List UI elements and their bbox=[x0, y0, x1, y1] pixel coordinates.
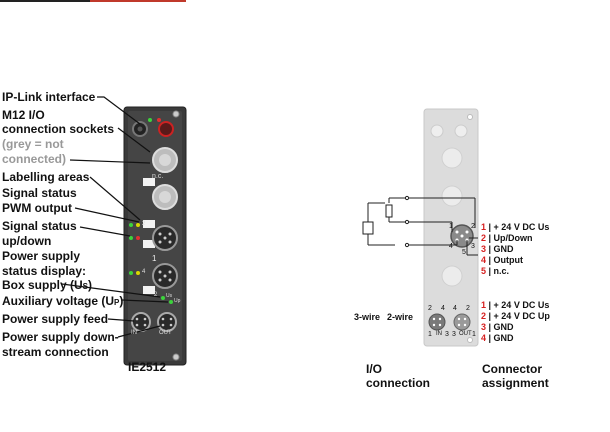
wire2-label: 2-wire bbox=[387, 312, 414, 322]
socket-pin-1: 1 bbox=[449, 223, 453, 230]
label-ip-link: IP-Link interface bbox=[2, 90, 96, 104]
label-psd-2: status display: bbox=[2, 264, 87, 278]
top-screw-icon bbox=[172, 110, 180, 118]
conn-caption-1: Connector bbox=[482, 362, 542, 376]
label-feed: Power supply feed bbox=[2, 312, 109, 326]
label-down-2: stream connection bbox=[2, 345, 109, 359]
pin-top-5: 5 | n.c. bbox=[481, 266, 510, 276]
label-signal-updown-2: up/down bbox=[2, 234, 52, 248]
in-label: IN bbox=[436, 331, 442, 337]
power-out-socket-icon bbox=[157, 312, 177, 332]
led-us-icon bbox=[161, 296, 165, 300]
label-signal-pwm-2: PWM output bbox=[2, 201, 72, 215]
pin-bottom-1: 1 | + 24 V DC Us bbox=[481, 300, 550, 310]
label-psd-1: Power supply bbox=[2, 249, 81, 263]
led-us-label: Us bbox=[166, 293, 173, 299]
out-pin-1: 1 bbox=[472, 331, 476, 338]
conn-caption-2: assignment bbox=[482, 376, 549, 390]
label-labelling: Labelling areas bbox=[2, 170, 90, 184]
label-m12-1: M12 I/O bbox=[2, 108, 45, 122]
led-4-label: 4 bbox=[142, 269, 146, 275]
labelling-area-1 bbox=[143, 178, 155, 186]
label-signal-pwm-1: Signal status bbox=[2, 186, 77, 200]
led-2-label: 2 bbox=[142, 221, 146, 227]
pin-bottom-2: 2 | + 24 V DC Up bbox=[481, 311, 550, 321]
schematic-terminals bbox=[404, 195, 410, 248]
labelling-area-2 bbox=[143, 220, 155, 228]
io-caption-2: connection bbox=[366, 376, 431, 390]
ip-link-red-socket-icon bbox=[158, 121, 174, 137]
device-out-label: OUT bbox=[159, 330, 172, 336]
label-aux-voltage: Auxiliary voltage (UP) bbox=[2, 294, 124, 308]
pin-top-1: 1 | + 24 V DC Us bbox=[481, 222, 550, 232]
light-device bbox=[423, 108, 479, 347]
bottom-screw-icon bbox=[172, 353, 180, 361]
in-pin-4: 4 bbox=[441, 305, 445, 312]
pin-bottom-3: 3 | GND bbox=[481, 322, 514, 332]
ie2512-device bbox=[123, 106, 187, 366]
label-grey-2: connected) bbox=[2, 152, 67, 166]
io-caption-1: I/O bbox=[366, 362, 383, 376]
callout-lines bbox=[61, 96, 169, 338]
socket-pin-5: 5 bbox=[462, 249, 466, 256]
socket-pin-4: 4 bbox=[449, 243, 453, 250]
in-pin-3: 3 bbox=[445, 331, 449, 338]
power-in-socket-icon bbox=[131, 312, 151, 332]
pin-top-3: 3 | GND bbox=[481, 244, 514, 254]
led-green-icon bbox=[148, 118, 152, 122]
label-down-1: Power supply down- bbox=[2, 330, 119, 344]
device-model: IE2512 bbox=[128, 360, 167, 374]
label-m12-2: connection sockets bbox=[2, 122, 115, 136]
pin-bottom-4: 4 | GND bbox=[481, 333, 514, 343]
led-up-label: Up bbox=[174, 298, 181, 304]
socket-pin-2: 2 bbox=[471, 223, 475, 230]
in-pin-1: 1 bbox=[428, 331, 432, 338]
io-schematic bbox=[362, 197, 478, 256]
header-rule-red bbox=[90, 0, 186, 2]
out-pin-2: 2 bbox=[466, 305, 470, 312]
nc-label: n.c. bbox=[152, 173, 164, 180]
led-pin-2-label: 2 bbox=[154, 292, 158, 298]
pin-top-2: 2 | Up/Down bbox=[481, 233, 533, 243]
led-red-icon bbox=[157, 118, 161, 122]
wire3-label: 3-wire bbox=[354, 312, 381, 322]
out-pin-3: 3 bbox=[452, 331, 456, 338]
pin-top-4: 4 | Output bbox=[481, 255, 524, 265]
out-pin-4: 4 bbox=[453, 305, 457, 312]
label-grey-1: (grey = not bbox=[2, 137, 64, 151]
labelling-area-3 bbox=[143, 240, 155, 248]
led-up-icon bbox=[169, 300, 173, 304]
channel-1-label: 1 bbox=[152, 254, 157, 263]
header-rule-black bbox=[0, 0, 90, 2]
in-pin-2: 2 bbox=[428, 305, 432, 312]
in-socket-icon bbox=[428, 313, 446, 331]
out-socket-icon bbox=[453, 313, 471, 331]
label-signal-updown-1: Signal status bbox=[2, 219, 77, 233]
device-in-label: IN bbox=[131, 330, 137, 336]
out-label: OUT bbox=[459, 331, 472, 337]
labelling-area-4 bbox=[143, 286, 155, 294]
socket-pin-3: 3 bbox=[471, 243, 475, 250]
